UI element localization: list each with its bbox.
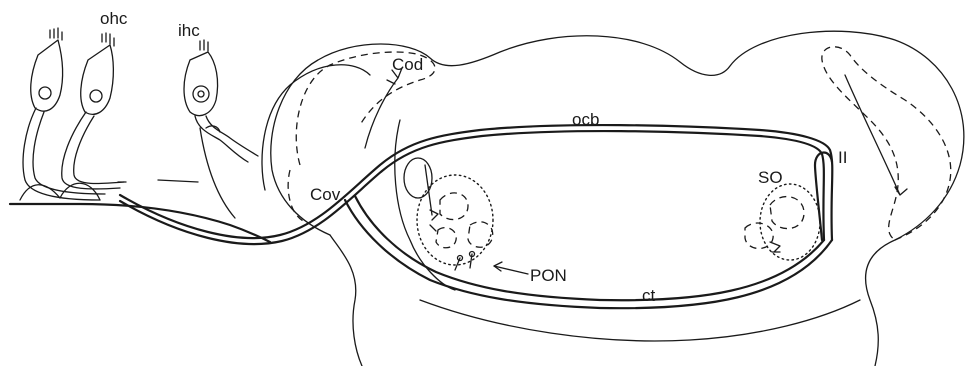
so-right-synapse bbox=[770, 242, 780, 252]
cochlear-nucleus-right bbox=[822, 47, 951, 240]
label-so: SO bbox=[758, 168, 783, 187]
label-ii: II bbox=[838, 148, 847, 167]
ohc-outer-fiber bbox=[158, 180, 198, 182]
label-ocb: ocb bbox=[572, 110, 599, 129]
olivocochlear-bundle-inner bbox=[120, 131, 824, 244]
label-ihc: ihc bbox=[178, 21, 200, 40]
brainstem-floor bbox=[420, 300, 860, 341]
so-left-nucleus-1 bbox=[440, 193, 468, 220]
so-right-complex bbox=[760, 184, 820, 260]
label-ct: ct bbox=[642, 286, 656, 305]
so-right-nucleus-1 bbox=[770, 197, 804, 229]
brainstem-outline bbox=[271, 31, 964, 366]
cochlea-upper-wall bbox=[200, 128, 235, 218]
so-left-complex bbox=[417, 175, 493, 265]
cochlear-nucleus-outline-left bbox=[262, 65, 370, 190]
label-cod: Cod bbox=[392, 55, 423, 74]
so-left-oval bbox=[404, 158, 432, 198]
label-cov: Cov bbox=[310, 185, 341, 204]
label-pon: PON bbox=[530, 266, 567, 285]
outer-hair-cell-2 bbox=[62, 33, 124, 189]
inner-hair-cell bbox=[184, 40, 258, 162]
so-left-nucleus-3 bbox=[436, 228, 456, 248]
so-right-nucleus-2 bbox=[745, 223, 773, 248]
so-left-nucleus-2 bbox=[468, 222, 493, 247]
crossed-tract bbox=[345, 200, 832, 308]
brainstem-left-lower bbox=[330, 235, 362, 366]
label-ohc: ohc bbox=[100, 9, 128, 28]
